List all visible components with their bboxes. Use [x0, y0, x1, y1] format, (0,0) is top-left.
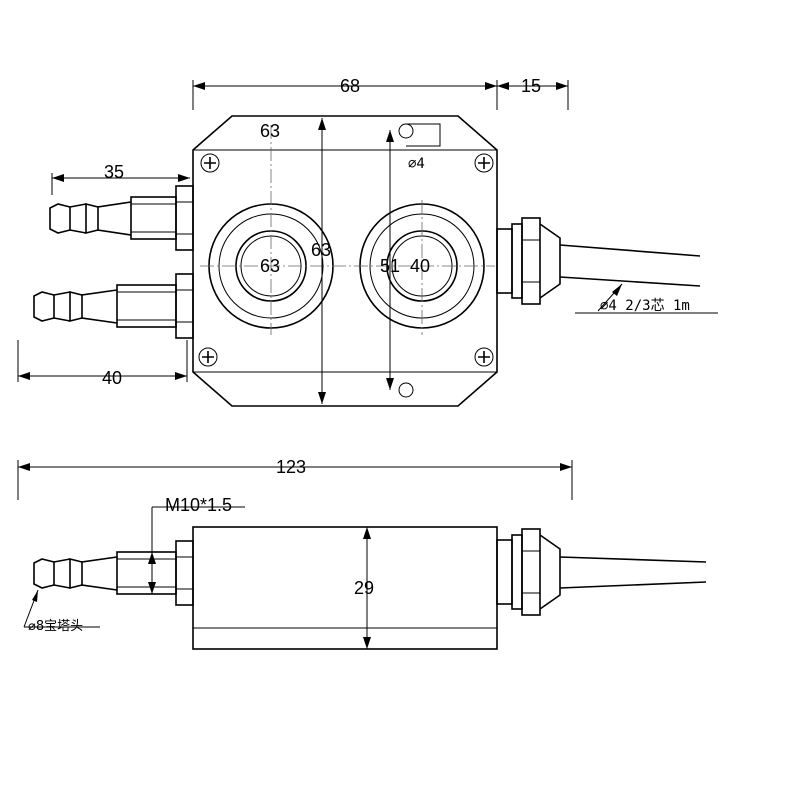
dim-port-left: 63: [260, 256, 280, 276]
side-view: [17, 460, 707, 650]
screw-icon: [198, 347, 218, 367]
hose-nozzle-side: [33, 540, 194, 606]
dim-top-width: 68: [340, 76, 360, 96]
dim-overall-length: 123: [276, 457, 306, 477]
hose-barb-note: ⌀8宝塔头: [28, 619, 83, 634]
hose-nozzle-lower: [33, 273, 194, 339]
mount-hole-top: [398, 123, 414, 139]
hose-nozzle-upper: [49, 185, 194, 251]
screw-icon: [474, 153, 494, 173]
dim-body-height: 29: [354, 578, 374, 598]
dim-mount-hole: ⌀4: [408, 156, 425, 172]
dim-inner-height: 63: [311, 240, 331, 260]
screw-icon: [474, 347, 494, 367]
dim-gland-length: 15: [521, 76, 541, 96]
dim-nozzle-lower: 40: [102, 368, 122, 388]
dim-nozzle-upper: 35: [104, 162, 124, 182]
cable-note: ⌀4 2/3芯 1m: [600, 298, 690, 314]
top-view: [17, 80, 718, 407]
cable-gland-side: [496, 528, 707, 616]
dim-inner-width: 63: [260, 121, 280, 141]
dim-port-right-inner: 40: [410, 256, 430, 276]
body-side: [192, 526, 498, 650]
screw-icon: [200, 153, 220, 173]
mount-hole-bottom: [398, 382, 414, 398]
cable-gland-top: [496, 217, 701, 305]
dim-thread: M10*1.5: [165, 495, 232, 515]
dim-port-right-outer: 51: [380, 256, 400, 276]
